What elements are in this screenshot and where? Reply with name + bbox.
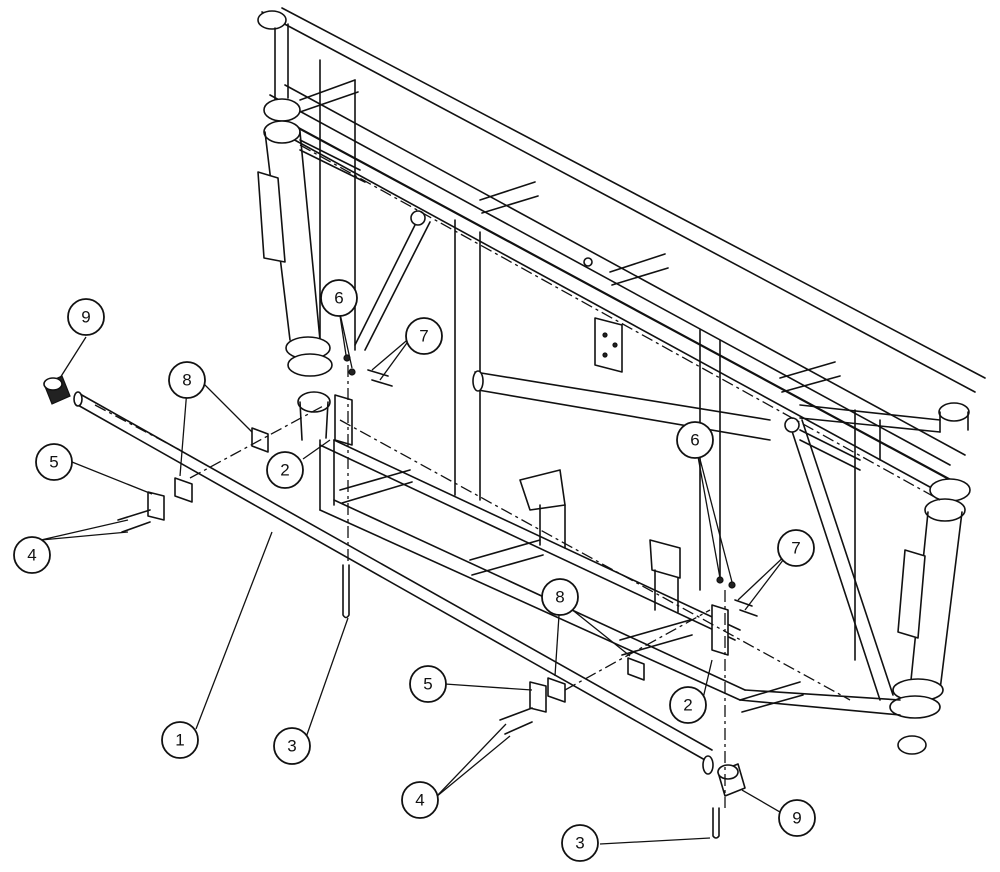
callout-label: 8 [182,371,191,390]
lower-carrier-frame [297,391,804,713]
callout-4-left: 4 [13,536,51,574]
callout-8-right: 8 [541,578,579,616]
callout-2-right: 2 [669,686,707,724]
assembly-center-lines [94,144,941,808]
callout-label: 4 [27,546,36,565]
callout-7-left: 7 [405,317,443,355]
callout-label: 5 [49,453,58,472]
callout-label: 5 [423,675,432,694]
part-5-clamp-right [529,681,547,713]
part-6-pins-right [716,576,736,589]
callout-3-left: 3 [273,727,311,765]
callout-label: 9 [81,308,90,327]
callout-label: 6 [334,289,343,308]
callout-1: 1 [161,721,199,759]
callout-6-left: 6 [320,279,358,317]
callout-label: 7 [419,327,428,346]
callout-label: 3 [287,737,296,756]
callout-9-right: 9 [778,799,816,837]
part-1-shaft [73,391,714,775]
part-4-bolts-left [117,509,151,533]
callout-label: 1 [175,731,184,750]
callout-2-left: 2 [266,451,304,489]
callout-label: 9 [792,809,801,828]
callout-8-left: 8 [168,361,206,399]
part-3-u-pin-left [342,564,350,619]
part-9-end-cap-left [43,375,71,405]
part-4-bolts-right [499,707,533,735]
callout-9-left: 9 [67,298,105,336]
callout-3-right: 3 [561,824,599,862]
callout-5-left: 5 [35,443,73,481]
part-7-bolts-left [367,369,393,387]
main-frame [257,7,986,755]
callout-7-right: 7 [777,529,815,567]
callout-label: 2 [280,461,289,480]
part-3-u-pin-right [712,807,720,839]
callout-label: 7 [791,539,800,558]
callout-4-right: 4 [401,781,439,819]
part-8-bracket-right [547,657,645,703]
callout-label: 2 [683,696,692,715]
leader-lines [40,308,791,845]
part-9-end-cap-right [717,763,746,797]
callout-label: 3 [575,834,584,853]
callout-label: 4 [415,791,424,810]
callout-6-right: 6 [676,421,714,459]
part-5-clamp-left [147,491,165,521]
part-8-bracket-left [174,427,269,503]
callout-label: 8 [555,588,564,607]
callouts: 9 8 6 7 5 2 4 1 [13,279,816,862]
callout-5-right: 5 [409,665,447,703]
callout-label: 6 [690,431,699,450]
